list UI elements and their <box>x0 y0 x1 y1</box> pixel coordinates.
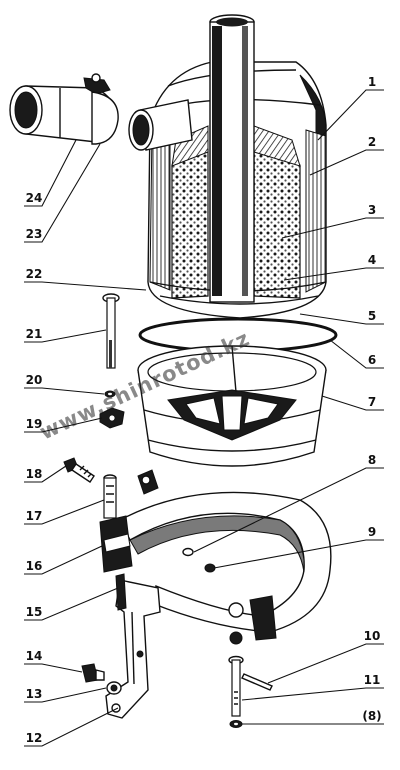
callout-14: 14 <box>26 649 43 663</box>
callout-20: 20 <box>26 373 43 387</box>
callout-23: 23 <box>26 227 43 241</box>
callout-4: 4 <box>368 253 376 267</box>
callout-labels: 1 2 3 4 5 6 7 8 9 10 11 (8) 12 13 14 15 … <box>26 75 382 745</box>
callout-6: 6 <box>368 353 376 367</box>
callout-24: 24 <box>26 191 43 205</box>
callout-21: 21 <box>26 327 43 341</box>
hinge-block <box>99 515 133 573</box>
callout-13: 13 <box>26 687 43 701</box>
callout-15: 15 <box>26 605 43 619</box>
washer-8b <box>229 720 243 728</box>
pin-17 <box>103 474 117 519</box>
callout-19: 19 <box>26 417 43 431</box>
callout-3: 3 <box>368 203 376 217</box>
callout-5: 5 <box>368 309 376 323</box>
callout-22: 22 <box>26 267 43 281</box>
long-bolt-21 <box>102 293 120 369</box>
clamp-band <box>119 491 332 645</box>
washer-20 <box>104 390 116 398</box>
callout-8-repeat: (8) <box>362 709 381 723</box>
washer-13 <box>106 681 122 695</box>
central-air-tube <box>209 14 255 303</box>
bolt-11 <box>228 655 244 717</box>
callout-18: 18 <box>26 467 43 481</box>
pin-10 <box>241 673 273 691</box>
callout-12: 12 <box>26 731 43 745</box>
wing-nut-19 <box>99 407 125 429</box>
callout-2: 2 <box>368 135 376 149</box>
callout-9: 9 <box>368 525 376 539</box>
intake-hose-with-clamp <box>9 73 119 145</box>
inlet-pipe <box>128 99 193 151</box>
callout-16: 16 <box>26 559 43 573</box>
callout-7: 7 <box>368 395 376 409</box>
callout-8: 8 <box>368 453 376 467</box>
leader-lines <box>24 89 384 747</box>
callout-17: 17 <box>26 509 43 523</box>
callout-1: 1 <box>368 75 376 89</box>
callout-10: 10 <box>364 629 381 643</box>
bolt-18 <box>63 457 95 483</box>
oil-bath-cup <box>137 345 327 495</box>
mounting-bracket <box>105 573 161 719</box>
callout-11: 11 <box>364 673 381 687</box>
bolt-14 <box>81 663 105 683</box>
